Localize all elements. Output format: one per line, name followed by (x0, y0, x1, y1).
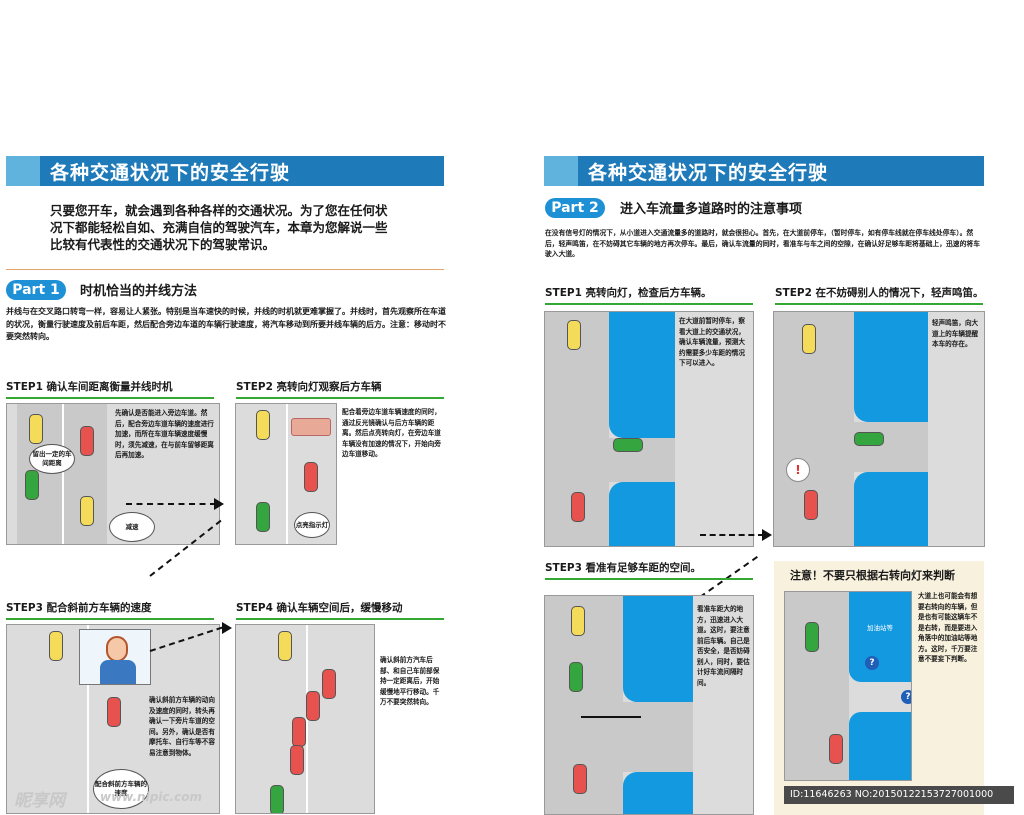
driver-head (106, 636, 128, 662)
car-self (573, 764, 587, 794)
main-road (854, 422, 928, 472)
right-step2-note: 轻声鸣笛，向大道上的车辆提醒本车的存在。 (932, 319, 979, 348)
part2-title: 进入车流量多道路时的注意事项 (620, 202, 803, 217)
water-area (854, 472, 928, 546)
right-step1-panel: 在大道前暂时停车，察看大道上的交通状况，确认车辆流量，预测大约需要多少车距的情况… (544, 311, 754, 547)
lane-line (87, 625, 89, 813)
car-green (805, 622, 819, 652)
water-area (854, 312, 928, 422)
water-area (849, 712, 911, 780)
header-accent (6, 156, 40, 186)
part1-badge: Part 1 (6, 280, 66, 300)
watermark-logo: 昵享网 (14, 791, 65, 811)
car-red-moving (290, 745, 304, 775)
left-step3-label: STEP3 配合斜前方车辆的速度 (6, 600, 214, 620)
car-yellow (49, 631, 63, 661)
driver-illustration (79, 629, 151, 685)
right-step3-label: STEP3 看准有足够车距的空间。 (545, 560, 753, 580)
car-yellow (256, 410, 270, 440)
warning-box: 注意！不要只根据右转向灯来判断 加油站等 ? ? 大道上也可能会有想要右转向的车… (774, 561, 984, 815)
warning-panel: 加油站等 ? ? (784, 591, 912, 781)
main-road (623, 702, 693, 772)
part2-badge: Part 2 (545, 198, 605, 218)
path-arrow (581, 716, 641, 718)
car-red-moving (306, 691, 320, 721)
header-accent (544, 156, 578, 186)
driver-body (100, 660, 136, 684)
right-step3-panel: 看准车距大的地方，迅速进入大道。这时，要注意前后车辆。自己是否安全，是否妨碍别人… (544, 595, 754, 815)
right-step3-note: 看准车距大的地方，迅速进入大道。这时，要注意前后车辆。自己是否安全，是否妨碍别人… (697, 605, 750, 687)
alert-icon: ! (786, 458, 810, 482)
arrow-dash (700, 534, 764, 536)
left-divider (6, 269, 444, 270)
right-step2-label: STEP2 在不妨碍别人的情况下，轻声鸣笛。 (775, 285, 984, 305)
lane-line (286, 404, 288, 544)
arrow-head (222, 622, 232, 634)
question-icon: ? (865, 656, 879, 670)
question-icon: ? (901, 690, 911, 704)
car-yellow (802, 324, 816, 354)
left-header-bar: 各种交通状况下的安全行驶 (6, 156, 444, 186)
lane-line (62, 404, 64, 544)
right-header-bar: 各种交通状况下的安全行驶 (544, 156, 984, 186)
car-green (613, 438, 643, 452)
warning-title: 注意！不要只根据右转向灯来判断 (790, 569, 955, 582)
slow-bubble: 减速 (109, 512, 155, 542)
right-step1-label: STEP1 亮转向灯，检查后方车辆。 (545, 285, 753, 305)
water-area (623, 596, 693, 702)
left-step1-panel: 留出一定的车间距离 减速 先确认是否能进入旁边车道。然后，配合旁边车道车辆的速度… (6, 403, 220, 545)
step4-note: 确认斜前方汽车后部、和自己车前部保持一定距离后，开始缓慢地平行移动。千万不要突然… (380, 656, 440, 706)
car-green (569, 662, 583, 692)
step1-note: 先确认是否能进入旁边车道。然后，配合旁边车道车辆的速度进行加速，而所在车道车辆速… (115, 409, 214, 459)
car-self (571, 492, 585, 522)
car-yellow (29, 414, 43, 444)
car-self (829, 734, 843, 764)
car-red (322, 669, 336, 699)
car-yellow (278, 631, 292, 661)
car-green (854, 432, 884, 446)
right-step2-panel: ! 轻声鸣笛，向大道上的车辆提醒本车的存在。 (773, 311, 985, 547)
mirror-icon (291, 418, 331, 436)
left-step2-panel: 点亮指示灯 (235, 403, 337, 545)
car-self (804, 490, 818, 520)
gap-bubble: 留出一定的车间距离 (29, 444, 75, 474)
warning-note: 大道上也可能会有想要右转向的车辆，但是也有可能这辆车不是右转，而是要进入角落中的… (918, 592, 978, 663)
watermark-url: www.nipic.com (100, 790, 202, 804)
signal-bubble: 点亮指示灯 (294, 512, 330, 538)
left-intro-text: 只要您开车，就会遇到各种各样的交通状况。为了您在任何状况下都能轻松自如、充满自信… (50, 203, 388, 252)
water-area (849, 592, 911, 682)
car-self (80, 496, 94, 526)
step3-note: 确认斜前方车辆的动向及速度的同时，转头再确认一下旁片车道的空间。另外，确认是否有… (149, 696, 215, 757)
right-header-title: 各种交通状况下的安全行驶 (588, 162, 829, 184)
car-red (107, 697, 121, 727)
gas-station-sign: 加油站等 (867, 624, 893, 632)
part1-desc: 并线与在交叉路口转弯一样，容易让人紧张。特别是当车速快的时候，并线的时机就更难掌… (6, 307, 446, 341)
water-area (609, 482, 675, 546)
car-yellow (571, 606, 585, 636)
car-green (270, 785, 284, 813)
water-area (623, 772, 693, 814)
car-red (80, 426, 94, 456)
image-id-bar: ID:11646263 NO:20150122153727001000 (784, 786, 1014, 804)
part2-desc: 在没有信号灯的情况下，从小道进入交通流量多的道路时，就会很担心。首先，在大道前停… (545, 229, 980, 258)
part1-title: 时机恰当的并线方法 (80, 284, 198, 299)
match-speed-bubble: 配合斜前方车辆的速度 (93, 769, 149, 809)
car-red-moving (292, 717, 306, 747)
step2-note: 配合着旁边车道车辆速度的同时，通过反光镜确认与后方车辆的距离。然后点亮转向灯，在… (342, 408, 441, 458)
arrow-head (762, 529, 772, 541)
car-yellow (567, 320, 581, 350)
left-step4-panel (235, 624, 375, 814)
left-step2-label: STEP2 亮转向灯观察后方车辆 (236, 379, 444, 399)
left-step4-label: STEP4 确认车辆空间后，缓慢移动 (236, 600, 444, 620)
car-green (256, 502, 270, 532)
arrow-dash (126, 503, 216, 505)
left-header-title: 各种交通状况下的安全行驶 (50, 162, 291, 184)
arrow-head (214, 498, 224, 510)
car-red (304, 462, 318, 492)
water-area (609, 312, 675, 438)
right-step1-note: 在大道前暂时停车，察看大道上的交通状况，确认车辆流量，预测大约需要多少车距的情况… (679, 317, 745, 367)
left-step1-label: STEP1 确认车间距离衡量并线时机 (6, 379, 214, 399)
car-green (25, 470, 39, 500)
left-step3-panel: 配合斜前方车辆的速度 确认斜前方车辆的动向及速度的同时，转头再确认一下旁片车道的… (6, 624, 220, 814)
